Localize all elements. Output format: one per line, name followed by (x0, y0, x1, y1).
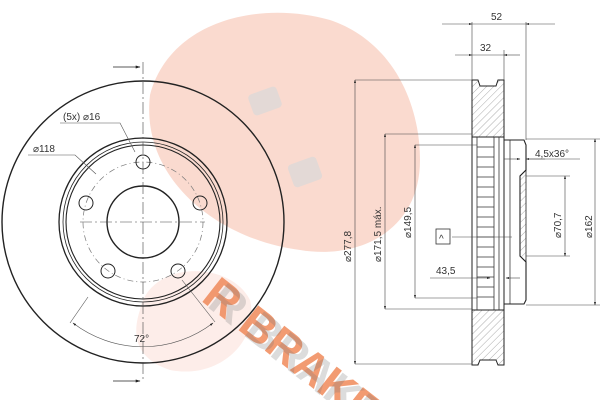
svg-text:^: ^ (439, 234, 444, 245)
pcd-label: ⌀118 (33, 144, 55, 155)
friction-diameter-label: ⌀171,5 máx. (373, 207, 384, 263)
front-view (1, 62, 285, 383)
center-bore-diameter-label: ⌀70,7 (553, 212, 564, 238)
vent-fins (477, 146, 494, 298)
chamfer-label: 4,5x36° (535, 149, 569, 160)
bolt-holes-label: (5x) ⌀16 (63, 112, 101, 123)
offset-label: 43,5 (436, 266, 456, 277)
outer-diameter-label: ⌀277,8 (343, 231, 354, 262)
bolt-holes (78, 154, 208, 279)
svg-text:R BRAKE: R BRAKE (200, 273, 397, 400)
watermark: R BRAKE R BRAKE (136, 12, 420, 400)
dimension-lines (353, 22, 600, 365)
hub-outer-diameter-label: ⌀162 (584, 215, 595, 238)
side-view (471, 79, 527, 366)
width-friction-label: 32 (480, 43, 492, 54)
datum-symbol: ^ (435, 228, 451, 245)
width-overall-label: 52 (491, 12, 503, 23)
angle-label: 72° (134, 334, 149, 345)
hub-inner-diameter-label: ⌀149,5 (403, 207, 414, 238)
